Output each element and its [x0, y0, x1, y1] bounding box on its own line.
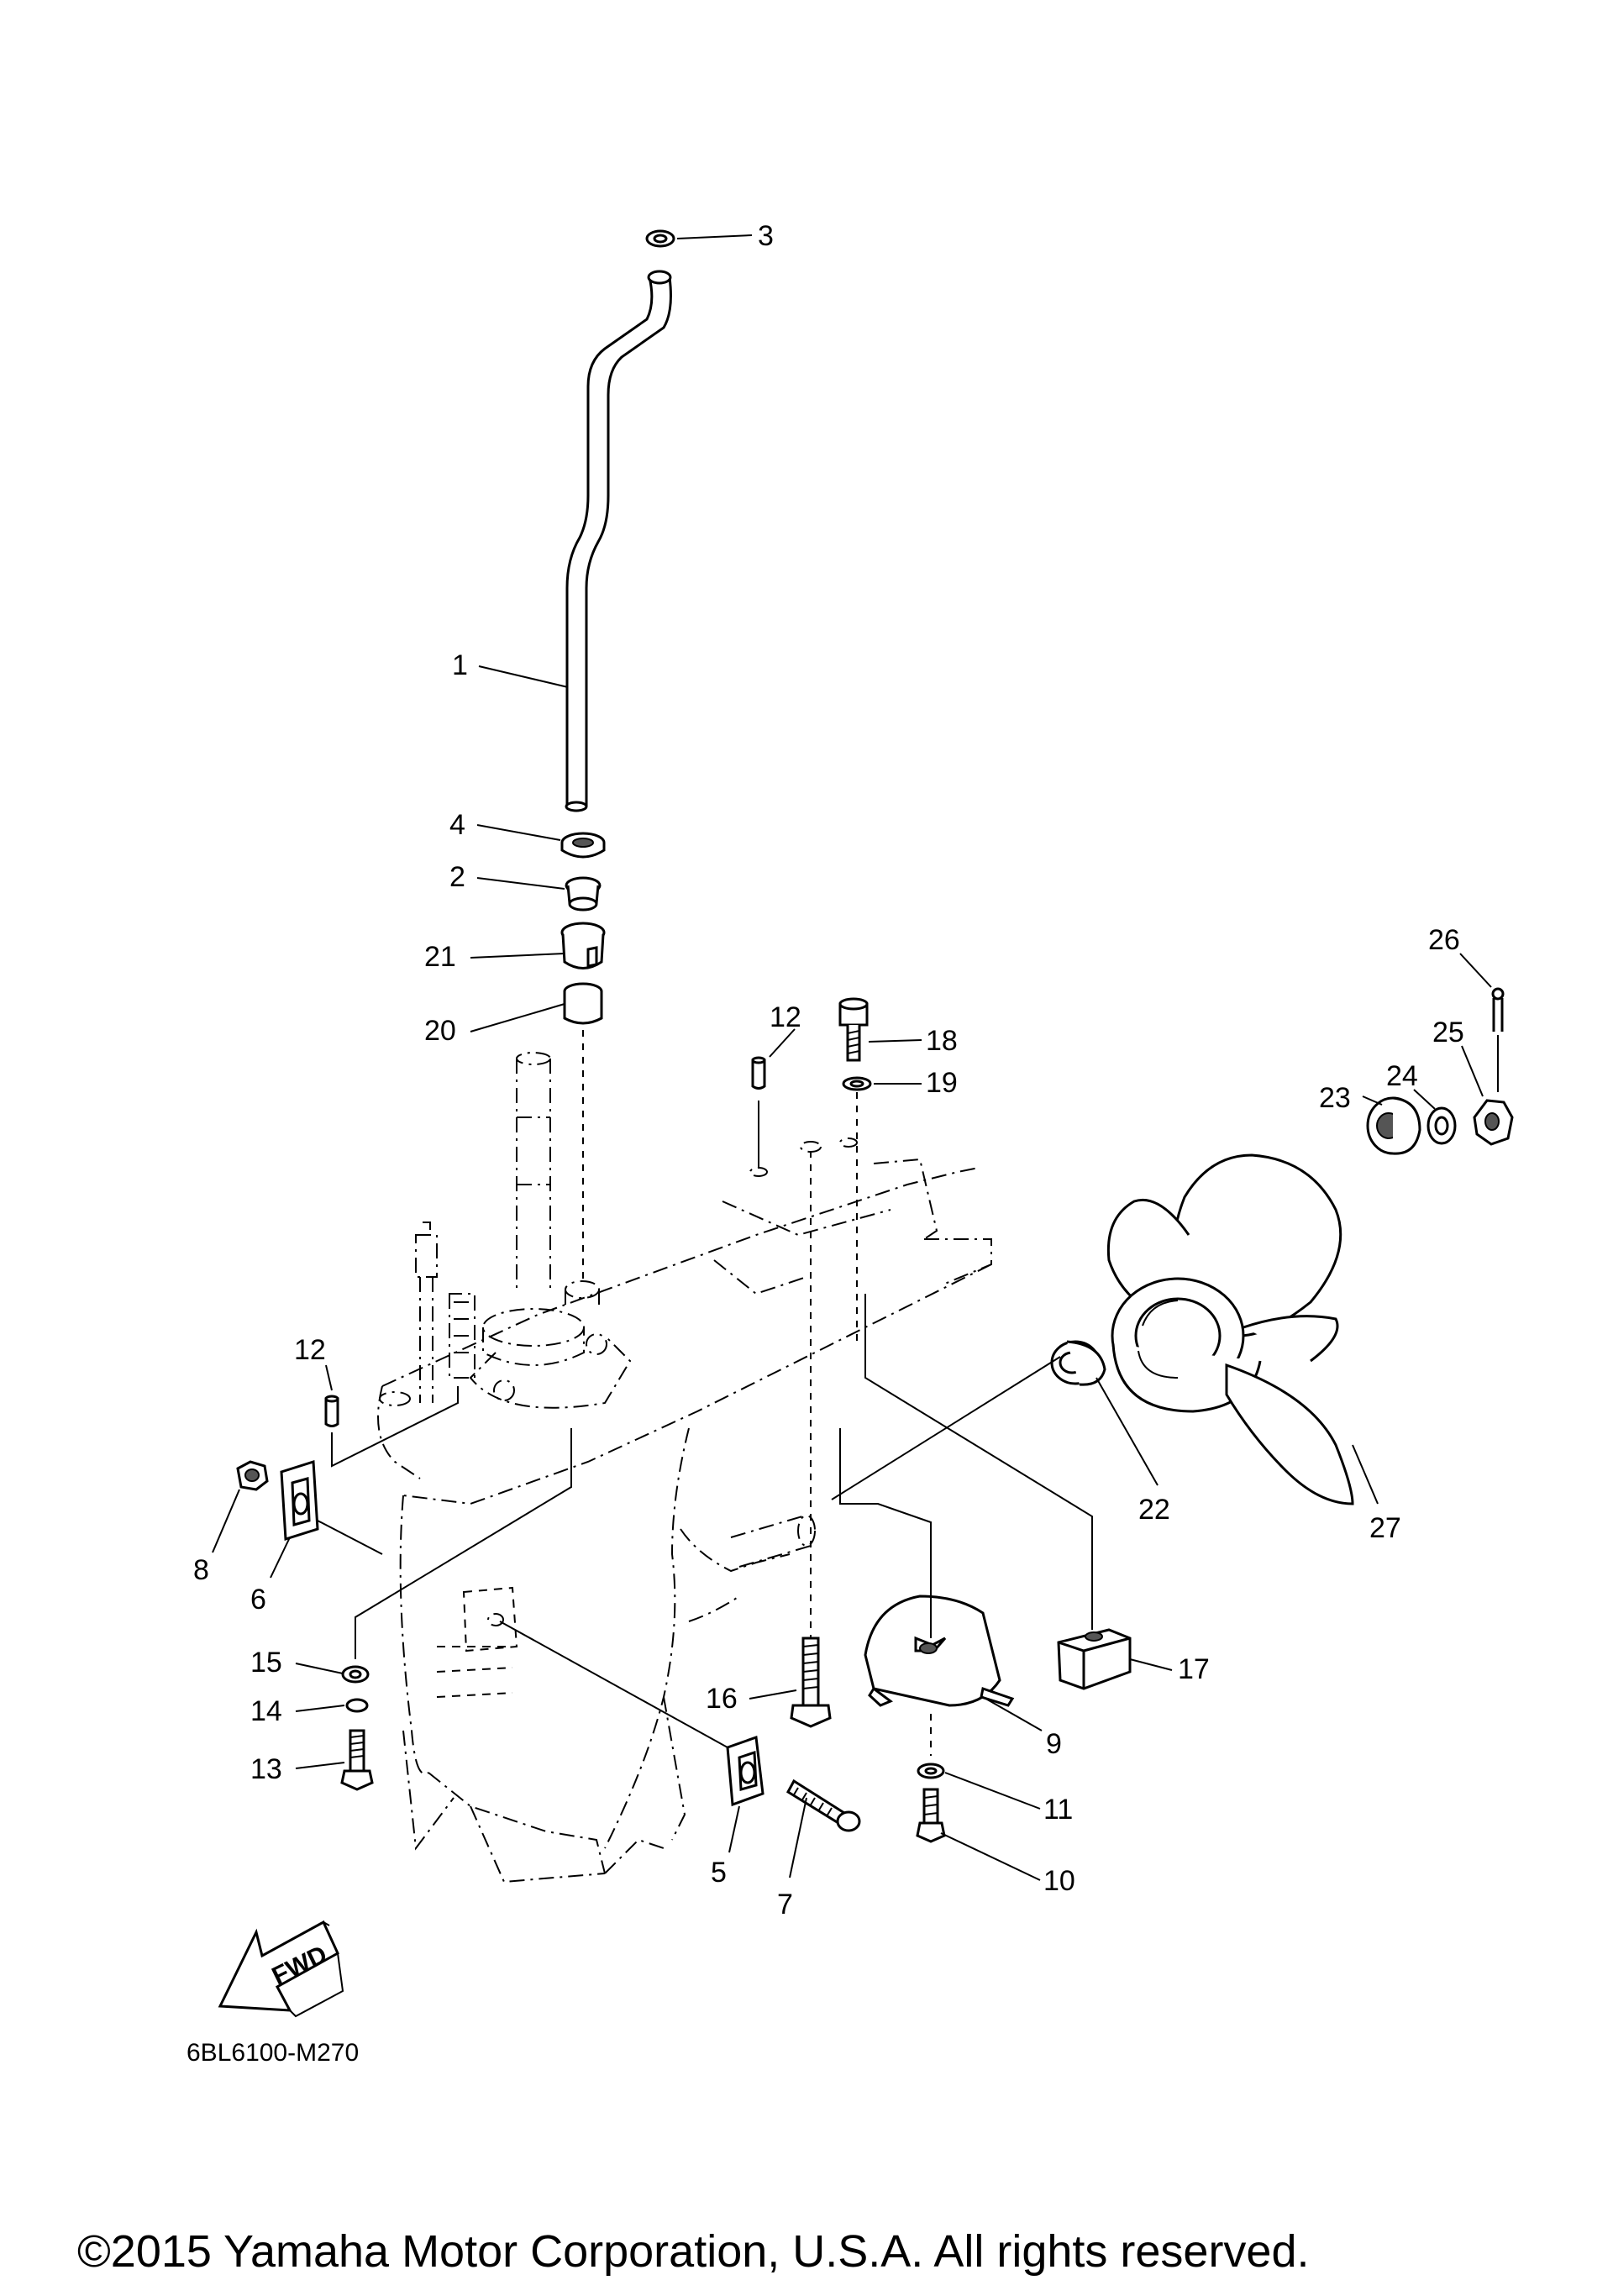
callout-15: 15 — [250, 1647, 282, 1679]
callout-25: 25 — [1432, 1017, 1464, 1048]
callout-14: 14 — [250, 1695, 282, 1727]
collar-icon — [560, 922, 606, 969]
callout-27: 27 — [1369, 1512, 1401, 1544]
callout-19: 19 — [926, 1067, 958, 1099]
callout-leaders — [212, 234, 1492, 1881]
callout-6: 6 — [250, 1584, 266, 1616]
callout-16: 16 — [706, 1683, 738, 1715]
seal-icon — [560, 832, 606, 859]
propeller — [1106, 1153, 1354, 1505]
grommet-icon — [565, 876, 602, 912]
nut-icon — [236, 1460, 269, 1491]
bolt-icon — [838, 997, 869, 1062]
fwd-arrow-icon: FWD — [218, 1920, 344, 2018]
callout-17: 17 — [1178, 1653, 1210, 1685]
copyright-notice: ©2015 Yamaha Motor Corporation, U.S.A. A… — [77, 2226, 1310, 2277]
callout-18: 18 — [926, 1025, 958, 1057]
callout-12-lower: 12 — [294, 1334, 326, 1366]
bolt-icon — [790, 1637, 832, 1728]
callout-numbers: 1 2 3 4 5 6 7 8 9 10 11 12 12 13 14 15 1… — [193, 220, 1464, 1920]
callout-13: 13 — [250, 1753, 282, 1785]
callout-12-upper: 12 — [770, 1001, 801, 1033]
callout-11: 11 — [1043, 1794, 1073, 1826]
callout-22: 22 — [1138, 1494, 1170, 1526]
dowel-pin-icon — [751, 1056, 766, 1090]
lower-case-housing — [377, 1158, 992, 1884]
drive-shaft-assembly — [379, 1052, 816, 1568]
callout-26: 26 — [1428, 924, 1460, 956]
callout-24: 24 — [1386, 1060, 1418, 1092]
rubber-seal-icon — [563, 982, 603, 1025]
callout-7: 7 — [777, 1889, 793, 1920]
spacer-icon — [1366, 1096, 1421, 1155]
callout-20: 20 — [424, 1015, 456, 1047]
grommet-icon — [280, 1459, 319, 1542]
bolt-icon — [916, 1788, 946, 1843]
trim-tab-icon — [864, 1595, 1015, 1707]
callout-23: 23 — [1319, 1082, 1351, 1114]
callout-8: 8 — [193, 1554, 209, 1586]
anode-icon — [1057, 1628, 1132, 1690]
callout-21: 21 — [424, 941, 456, 973]
callout-4: 4 — [449, 809, 465, 841]
grommet-icon — [726, 1735, 764, 1807]
callout-3: 3 — [758, 220, 774, 252]
callout-9: 9 — [1046, 1728, 1062, 1760]
callout-5: 5 — [711, 1857, 727, 1889]
water-tube — [565, 270, 672, 812]
diagram-code: 6BL6100-M270 — [187, 2039, 359, 2067]
cotter-pin-icon — [1491, 987, 1505, 1092]
callout-10: 10 — [1043, 1865, 1075, 1897]
thrust-washer-icon — [1050, 1340, 1106, 1386]
castle-nut-icon — [1473, 1099, 1514, 1146]
bolt-icon — [340, 1729, 374, 1791]
dowel-pin-icon — [324, 1395, 339, 1427]
callout-2: 2 — [449, 861, 465, 893]
bolt-icon — [786, 1778, 861, 1832]
callout-1: 1 — [452, 649, 468, 681]
spring-washer-icon — [345, 1698, 369, 1713]
